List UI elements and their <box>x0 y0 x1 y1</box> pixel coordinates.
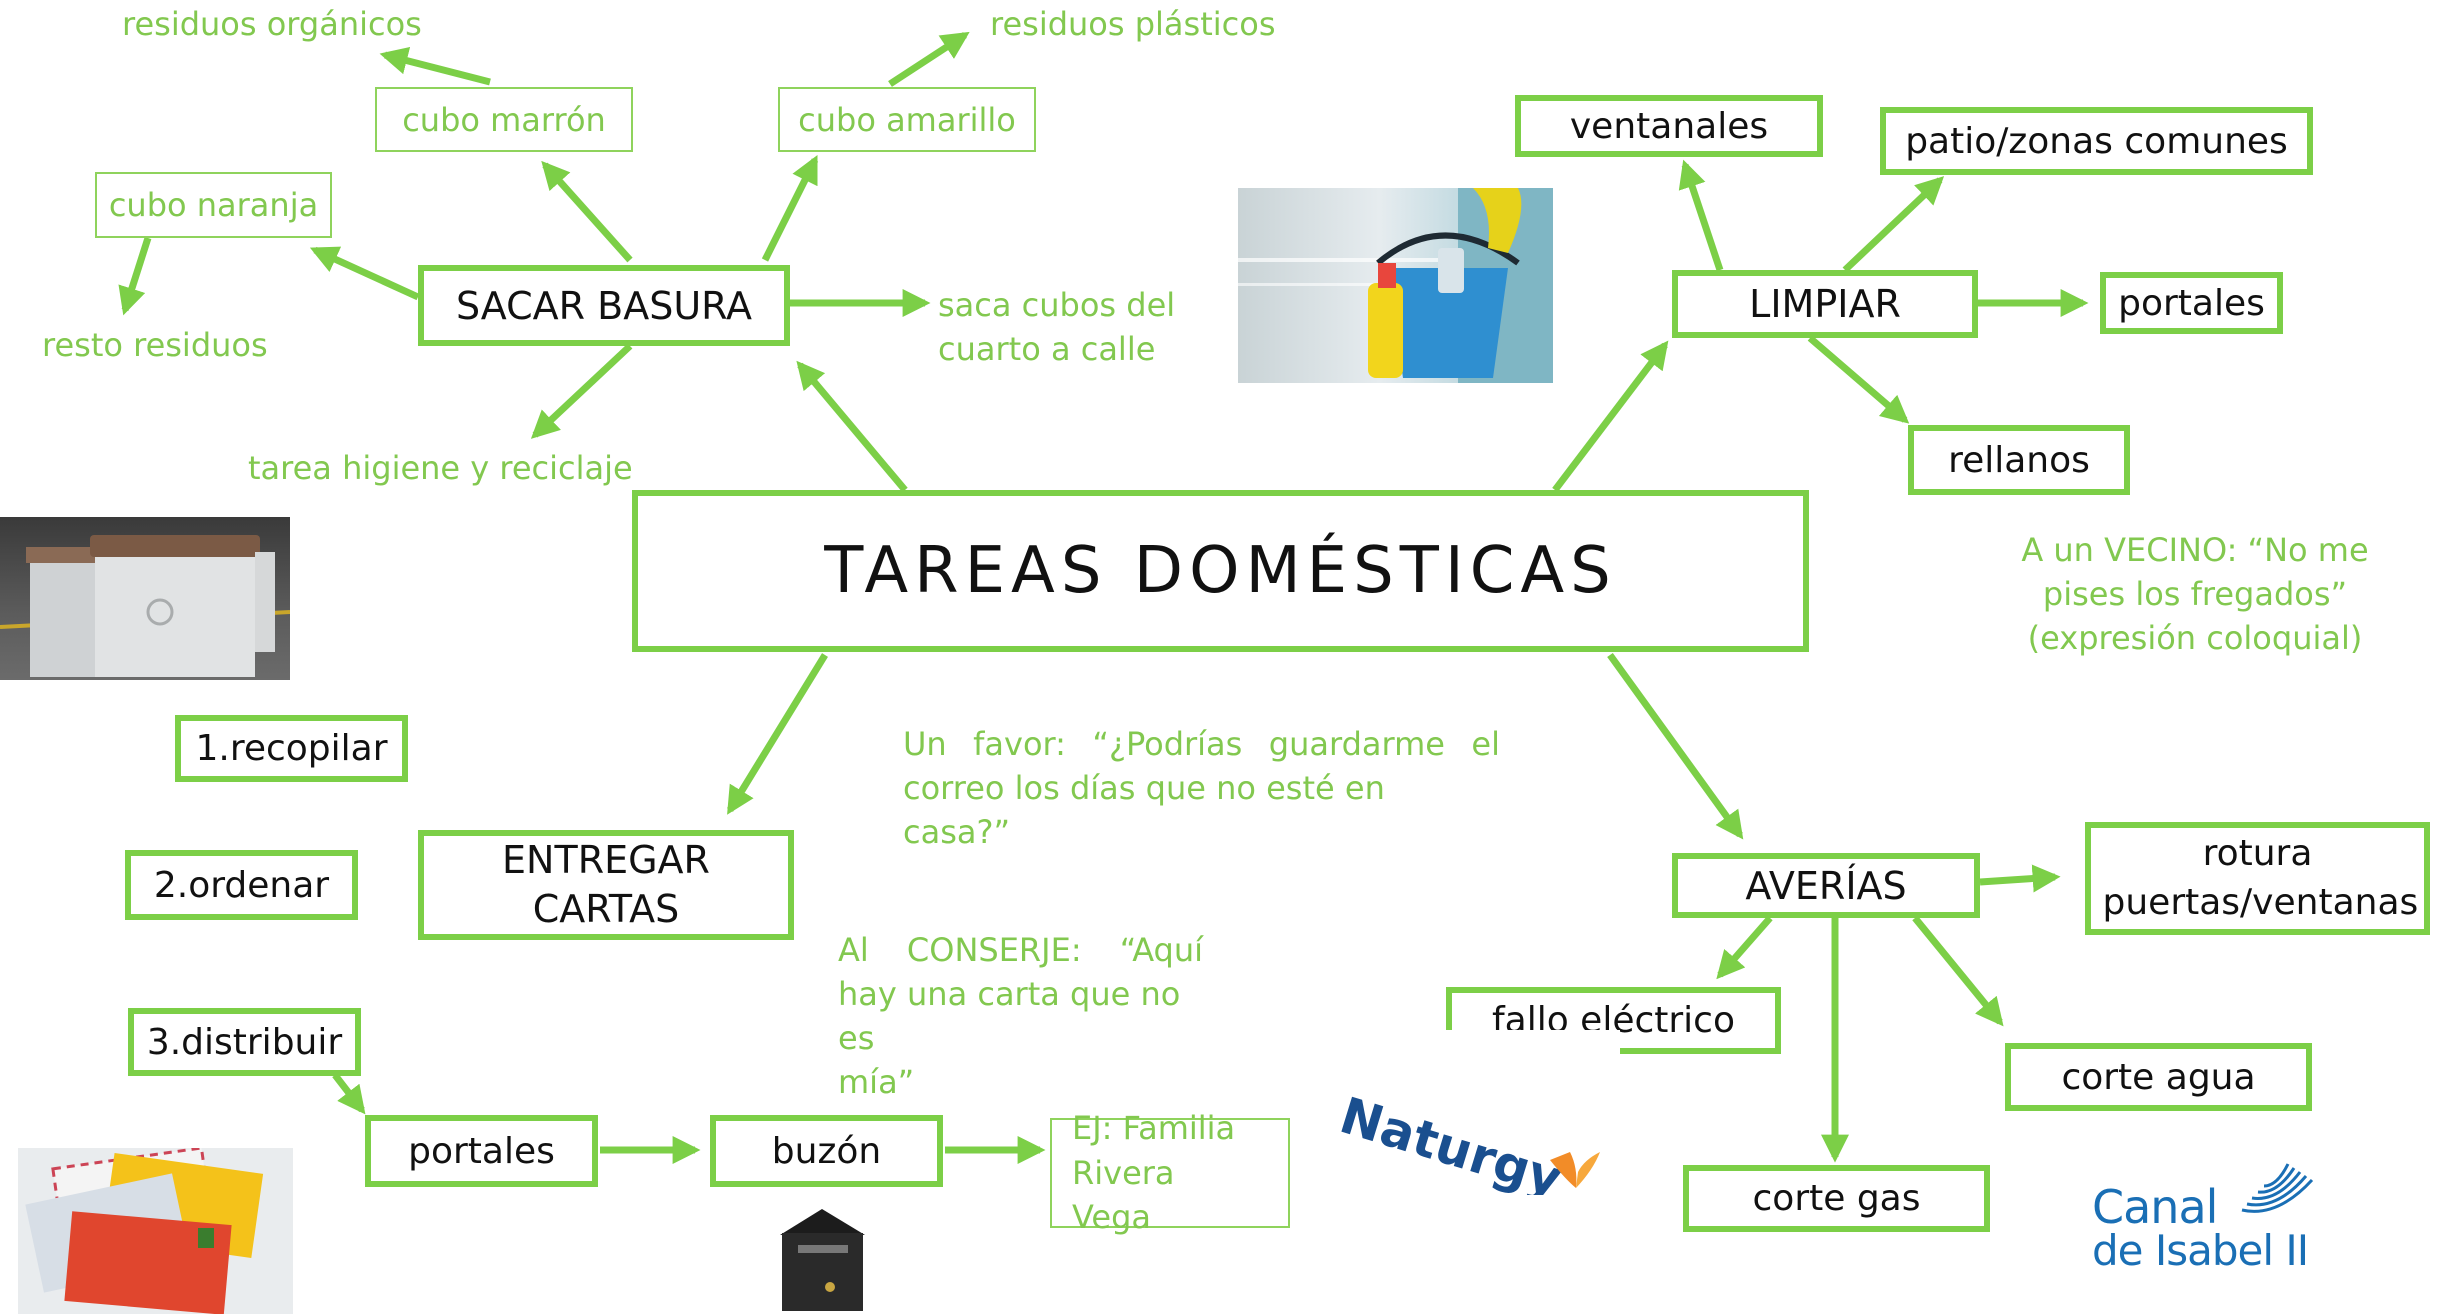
arrow-sacar-amarillo <box>761 154 819 262</box>
node-portales-cartas: portales <box>365 1115 598 1187</box>
rellanos-label: rellanos <box>1948 439 2090 481</box>
saca-cubos-line2: cuarto a calle <box>938 330 1156 369</box>
arrow-averias-agua <box>1912 915 2004 1027</box>
node-portales-limpiar: portales <box>2100 272 2283 334</box>
arrow-sacar-higiene <box>530 343 633 439</box>
arrow-center-limpiar <box>1552 340 1669 493</box>
corte-agua-label: corte agua <box>2061 1056 2256 1098</box>
conserje-line2: hay una carta que no es <box>838 975 1181 1058</box>
cubo-naranja-label: cubo naranja <box>108 186 319 224</box>
favor-line1: Un favor: “¿Podrías guardarme el <box>903 725 1500 763</box>
portales-limpiar-label: portales <box>2118 282 2265 324</box>
distribuir-label: 3.distribuir <box>146 1021 343 1063</box>
label-tarea-higiene: tarea higiene y reciclaje <box>248 449 633 487</box>
canal-isabel-logo: Canal de Isabel II <box>2082 1160 2342 1290</box>
label-residuos-organicos: residuos orgánicos <box>122 5 422 43</box>
arrow-averias-fallo <box>1716 915 1773 980</box>
arrow-center-averias <box>1607 652 1744 840</box>
label-vecino: A un VECINO: “No me pises los fregados” … <box>2000 528 2390 660</box>
node-rotura: rotura puertas/ventanas <box>2085 822 2430 935</box>
portales-cartas-label: portales <box>408 1130 555 1172</box>
node-limpiar: LIMPIAR <box>1672 270 1978 338</box>
conserje-line1: Al CONSERJE: “Aquí <box>838 931 1203 969</box>
envelopes-photo <box>18 1148 293 1314</box>
arrow-limpiar-rellanos <box>1807 335 1910 424</box>
corte-gas-label: corte gas <box>1752 1178 1921 1219</box>
rotura-label: rotura puertas/ventanas <box>2102 832 2419 923</box>
naturgy-logo: Naturgy <box>1320 1030 1620 1195</box>
arrow-amarillo-plasticos <box>888 31 970 87</box>
arrow-sacar-naranja <box>309 246 420 301</box>
vecino-line3: (expresión coloquial) <box>2027 619 2363 658</box>
recopilar-label: 1.recopilar <box>195 728 388 769</box>
patio-label: patio/zonas comunes <box>1905 120 2288 162</box>
node-ej-familia: EJ: Familia Rivera Vega <box>1050 1109 1290 1236</box>
cubo-amarillo-label: cubo amarillo <box>798 100 1016 139</box>
averias-label: AVERÍAS <box>1745 863 1907 908</box>
arrow-naranja-resto <box>118 236 152 316</box>
conserje-line3: mía” <box>838 1063 915 1102</box>
node-cubo-amarillo: cubo amarillo <box>778 87 1036 152</box>
node-ordenar: 2.ordenar <box>125 850 358 920</box>
label-favor: Un favor: “¿Podrías guardarme el correo … <box>903 722 1500 854</box>
canal-wordmark-line1: Canal <box>2092 1180 2218 1234</box>
ordenar-label: 2.ordenar <box>153 864 330 906</box>
arrow-averias-rotura <box>1979 864 2061 893</box>
cleaning-bucket-photo <box>1238 188 1553 383</box>
sacar-basura-label: SACAR BASURA <box>455 283 753 328</box>
node-recopilar: 1.recopilar <box>175 715 408 782</box>
entregar-cartas-label: ENTREGAR CARTAS <box>502 837 710 931</box>
node-patio: patio/zonas comunes <box>1880 107 2313 175</box>
arrow-marron-organicos <box>379 47 491 86</box>
vecino-line2: pises los fregados” <box>2042 575 2348 614</box>
node-distribuir: 3.distribuir <box>128 1008 361 1076</box>
label-conserje: Al CONSERJE: “Aquí hay una carta que no … <box>838 928 1203 1105</box>
arrow-distribuir-portales <box>332 1072 366 1115</box>
label-residuos-plasticos: residuos plásticos <box>990 5 1276 43</box>
node-buzon: buzón <box>710 1115 943 1187</box>
center-node: TAREAS DOMÉSTICAS <box>632 490 1809 652</box>
node-rellanos: rellanos <box>1908 425 2130 495</box>
node-corte-gas: corte gas <box>1683 1165 1990 1232</box>
label-resto-residuos: resto residuos <box>42 326 268 364</box>
node-corte-agua: corte agua <box>2005 1043 2312 1111</box>
arrow-sacar-marron <box>541 160 633 263</box>
ej-familia-label: EJ: Familia Rivera Vega <box>1072 1108 1236 1237</box>
arrow-limpiar-ventanales <box>1678 159 1724 272</box>
limpiar-label: LIMPIAR <box>1749 282 1901 326</box>
arrow-limpiar-patio <box>1842 176 1945 273</box>
label-saca-cubos: saca cubos del cuarto a calle <box>938 283 1175 371</box>
saca-cubos-line1: saca cubos del <box>938 286 1176 324</box>
node-averias: AVERÍAS <box>1672 853 1980 918</box>
mailbox-icon <box>770 1205 875 1313</box>
arrow-center-entregar <box>727 653 828 815</box>
naturgy-wordmark: Naturgy <box>1333 1086 1569 1195</box>
vecino-line1: A un VECINO: “No me <box>2021 531 2369 569</box>
favor-line2: correo los días que no esté en casa?” <box>903 769 1385 852</box>
center-title: TAREAS DOMÉSTICAS <box>824 534 1617 608</box>
trash-bins-photo <box>0 517 290 680</box>
node-cubo-marron: cubo marrón <box>375 87 633 152</box>
cubo-marron-label: cubo marrón <box>402 100 606 139</box>
node-entregar-cartas: ENTREGAR CARTAS <box>418 830 794 940</box>
arrow-center-sacar <box>796 360 908 493</box>
node-cubo-naranja: cubo naranja <box>95 172 332 238</box>
buzon-label: buzón <box>771 1130 882 1172</box>
node-sacar-basura: SACAR BASURA <box>418 265 790 346</box>
ventanales-label: ventanales <box>1569 105 1769 147</box>
node-ventanales: ventanales <box>1515 95 1823 157</box>
canal-wordmark-line2: de Isabel II <box>2092 1226 2309 1275</box>
